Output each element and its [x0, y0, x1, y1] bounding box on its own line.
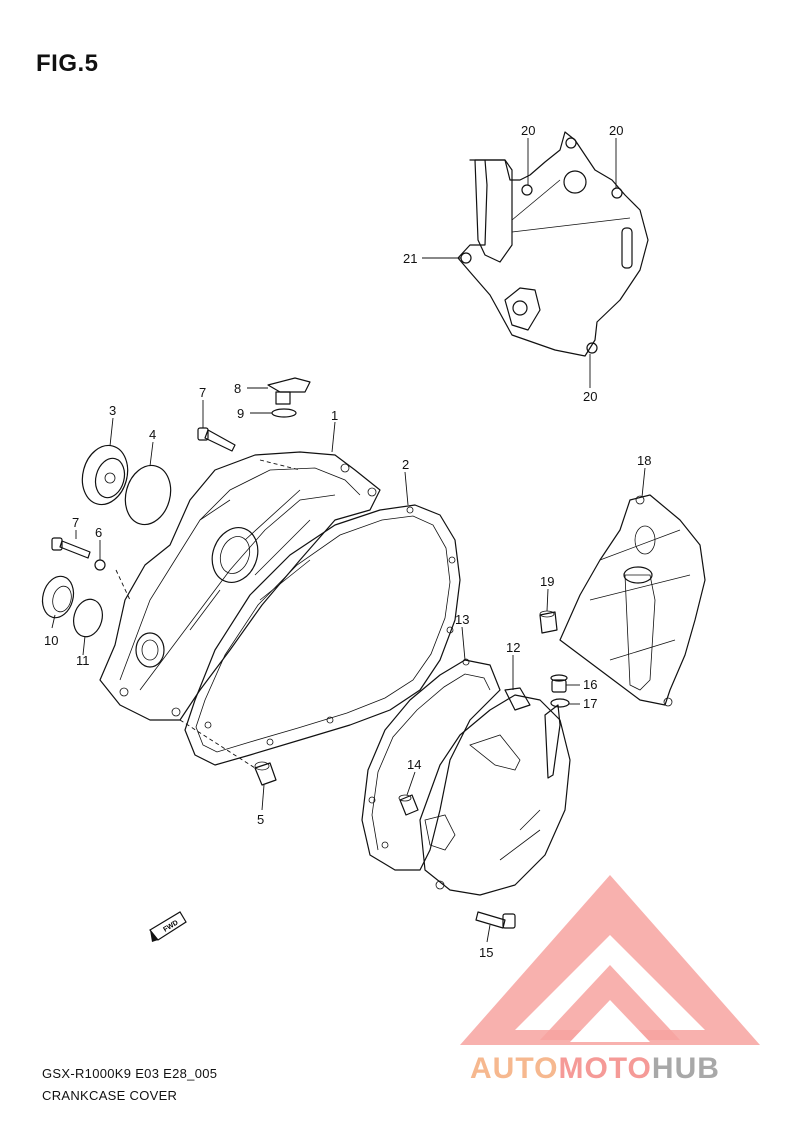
callout-20: 20 — [583, 389, 597, 404]
watermark-part-2: MOTO — [558, 1052, 652, 1085]
callout-1: 1 — [331, 408, 338, 423]
model-code: GSX-R1000K9 E03 E28_005 — [42, 1066, 218, 1081]
bolt-part-lower — [51, 537, 91, 559]
callout-6: 6 — [95, 525, 102, 540]
callout-20: 20 — [609, 123, 623, 138]
clutch-cover-part — [419, 687, 571, 896]
callout-9: 9 — [237, 406, 244, 421]
callout-15: 15 — [479, 945, 493, 960]
diagram-name: CRANKCASE COVER — [42, 1088, 178, 1103]
small-o-ring-part — [73, 598, 103, 638]
cap-part — [81, 444, 129, 506]
watermark-part-1: AUTO — [470, 1052, 559, 1085]
clutch-dowel-pin-part — [398, 794, 419, 816]
watermark-brand: AUTOMOTOHUB — [470, 1052, 720, 1086]
clutch-cover-bolt-part — [475, 911, 516, 929]
callout-14: 14 — [407, 757, 421, 772]
callout-7: 7 — [72, 515, 79, 530]
o-ring-part — [124, 464, 172, 526]
plug-washer-part — [271, 408, 297, 418]
callout-17: 17 — [583, 696, 597, 711]
generator-cover-part — [559, 494, 706, 707]
callout-20: 20 — [521, 123, 535, 138]
callout-19: 19 — [540, 574, 554, 589]
callout-2: 2 — [402, 457, 409, 472]
callout-12: 12 — [506, 640, 520, 655]
crankcase-cover-part — [99, 451, 381, 721]
watermark-part-3: HUB — [651, 1052, 720, 1085]
figure-title: FIG.5 — [36, 50, 99, 77]
dowel-pin-part — [254, 761, 277, 786]
leader-lines — [51, 138, 646, 943]
drain-plug-washer-part — [550, 698, 570, 708]
callout-4: 4 — [149, 427, 156, 442]
fwd-arrow-icon: FWD — [149, 911, 187, 942]
gasket-part — [184, 504, 461, 766]
callout-16: 16 — [583, 677, 597, 692]
clutch-cover-gasket-part — [361, 658, 501, 871]
bolt-part-upper — [197, 427, 236, 452]
washer-part — [94, 559, 106, 571]
callout-5: 5 — [257, 812, 264, 827]
callout-labels: 20 20 21 20 8 9 7 1 2 3 4 7 6 10 11 5 13… — [44, 123, 651, 960]
watermark-logo-icon — [460, 875, 760, 1045]
callout-8: 8 — [234, 381, 241, 396]
oil-filler-plug-part — [267, 377, 311, 405]
cover-dowel-pin-part — [539, 610, 558, 634]
callout-21: 21 — [403, 251, 417, 266]
callout-18: 18 — [637, 453, 651, 468]
callout-10: 10 — [44, 633, 58, 648]
callout-7: 7 — [199, 385, 206, 400]
callout-3: 3 — [109, 403, 116, 418]
bracket-part — [457, 131, 649, 357]
callout-11: 11 — [76, 653, 90, 668]
drain-plug-part — [550, 674, 568, 693]
small-cap-part — [41, 575, 75, 619]
callout-13: 13 — [455, 612, 469, 627]
